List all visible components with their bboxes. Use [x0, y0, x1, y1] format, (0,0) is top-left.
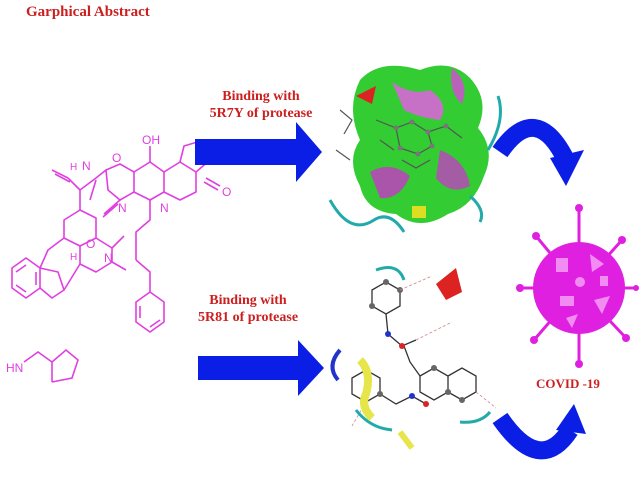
atom-label: O: [112, 151, 121, 165]
binding-label-5r7y: Binding with 5R7Y of protease: [196, 88, 326, 122]
atom-label: O: [222, 185, 231, 199]
curved-arrow-top: [492, 118, 575, 165]
arrow-right-bottom: [198, 340, 324, 396]
atom-label: O: [86, 237, 95, 251]
atom-label: N: [82, 159, 91, 173]
curved-arrow-bottom: [492, 412, 578, 460]
binding-label-5r81: Binding with 5R81 of protease: [188, 292, 308, 326]
atom-label: N: [104, 251, 113, 265]
atom-label: H: [70, 252, 77, 263]
atom-label: N: [160, 201, 169, 215]
abstract-title: Garphical Abstract: [26, 4, 150, 20]
covid-label: COVID -19: [536, 376, 600, 391]
binding-label-line2: 5R81 of protease: [197, 310, 299, 325]
binding-label-line1: Binding with: [209, 293, 287, 308]
docking-interaction-5r81: [330, 266, 497, 450]
arrow-right-top: [195, 122, 322, 182]
molecule-atom-labels: N H O OH N O N O H N HN: [6, 133, 231, 375]
docking-surface-5r7y: [328, 65, 502, 233]
atom-label: N: [118, 201, 127, 215]
binding-arrows: [195, 122, 324, 396]
atom-label: HN: [6, 361, 23, 375]
ergot-alkaloid-structure: [11, 139, 221, 333]
binding-label-line1: Binding with: [222, 89, 300, 104]
coronavirus-icon: [516, 204, 639, 368]
curved-arrows: [492, 118, 586, 460]
indole-ring-lower: [23, 348, 79, 383]
atom-label: H: [70, 162, 77, 173]
binding-label-line2: 5R7Y of protease: [209, 106, 313, 121]
atom-label: OH: [142, 133, 160, 147]
